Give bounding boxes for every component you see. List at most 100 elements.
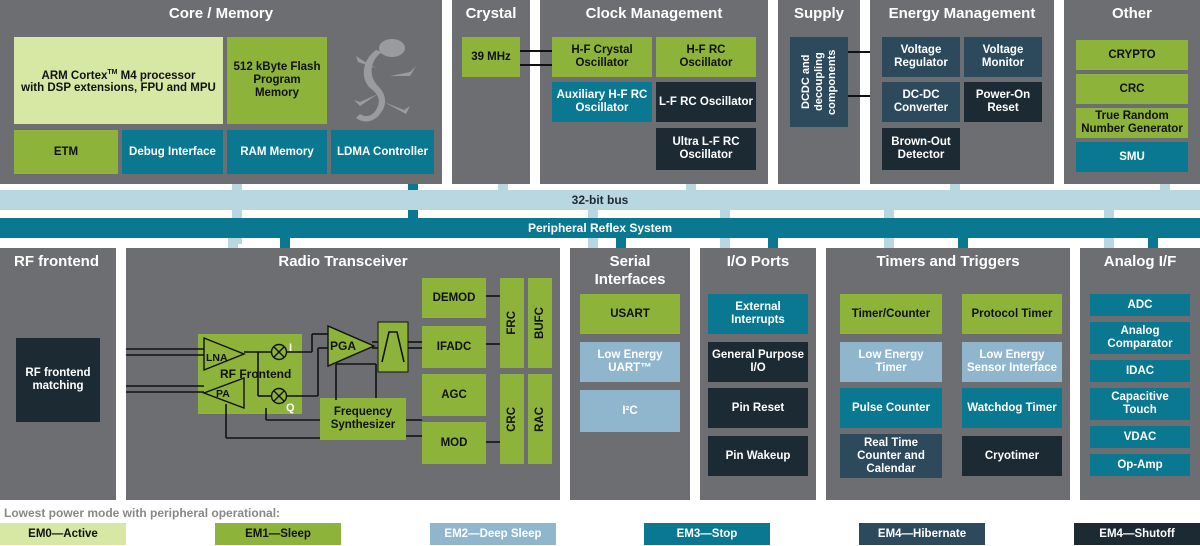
freq-synthesizer-block: Frequency Synthesizer [320,398,406,440]
lf-rc-oscillator-block: L-F RC Oscillator [656,82,756,122]
radio-signal-paths [126,295,500,443]
bus-connector [958,238,968,248]
energy-management-panel: Energy Management Voltage Regulator Volt… [870,0,1054,184]
gpio-block: General Purpose I/O [708,342,808,382]
rf-frontend-label: RF Frontend [220,367,292,381]
frc-block: FRC [500,278,524,368]
bufc-block: BUFC [528,278,552,368]
panel-title: Analog I/F [1103,253,1177,270]
debug-interface-block: Debug Interface [122,130,223,174]
smu-block: SMU [1076,142,1188,172]
supply-panel: Supply DCDC and decoupling components [778,0,860,184]
adc-block: ADC [1090,294,1190,316]
demod-block: DEMOD [422,278,486,318]
panel-title: Other [1111,5,1152,22]
hf-rc-oscillator-block: H-F RC Oscillator [656,37,756,77]
brown-out-detector-block: Brown-Out Detector [882,128,960,170]
panel-title: Timers and Triggers [876,253,1020,270]
bus-connector [228,238,238,248]
etm-block: ETM [14,130,118,174]
panel-title: Serial Interfaces [594,253,666,288]
legend-title: Lowest power mode with peripheral operat… [4,506,281,520]
radio-transceiver-panel: Radio Transceiver RF Frontend Frequency … [126,248,560,500]
rf-frontend-matching-block: RF frontend matching [16,338,100,422]
lna-label: LNA [206,352,228,364]
ram-memory-block: RAM Memory [227,130,327,174]
le-sensor-interface-block: Low Energy Sensor Interface [962,342,1062,382]
rac-block: RAC [528,374,552,464]
timers-triggers-panel: Timers and Triggers Timer/Counter Protoc… [826,248,1070,500]
other-panel: Other CRYPTO CRC True Random Number Gene… [1064,0,1200,184]
bus-connector [280,238,290,248]
dcdc-converter-block: DC-DC Converter [882,82,960,122]
legend-em3: EM3—Stop [644,523,770,545]
trng-block: True Random Number Generator [1076,108,1188,138]
pa-label: PA [216,388,230,400]
gecko-logo-icon [354,39,416,122]
lna-amplifier-icon [203,336,246,372]
le-timer-block: Low Energy Timer [840,342,942,382]
bus-connector [616,238,626,248]
pa-amplifier-icon [202,376,245,410]
analog-if-panel: Analog I/F ADC Analog Comparator IDAC Ca… [1080,248,1200,500]
clock-management-panel: Clock Management H-F Crystal Oscillator … [540,0,768,184]
panel-title: Core / Memory [168,5,274,22]
crystal-oscillator-link [520,50,552,66]
rtcc-block: Real Time Counter and Calendar [840,434,942,478]
bus-connector [768,238,778,248]
panel-title: Crystal [465,5,517,22]
serial-interfaces-panel: Serial Interfaces USART Low Energy UART™… [570,248,690,500]
q-label: Q [286,402,295,414]
pin-wakeup-block: Pin Wakeup [708,436,808,476]
leuart-block: Low Energy UART™ [580,342,680,382]
panel-title: RF frontend [14,253,99,270]
capacitive-touch-block: Capacitive Touch [1090,388,1190,420]
panel-title: I/O Ports [726,253,790,270]
i2c-block: I²C [580,390,680,432]
watchdog-timer-block: Watchdog Timer [962,388,1062,428]
bandpass-filter-icon [377,321,409,373]
crc-block: CRC [1076,74,1188,104]
radio-crc-block: CRC [500,374,524,464]
external-interrupts-block: External Interrupts [708,294,808,334]
peripheral-reflex-system: Peripheral Reflex System [0,218,1200,238]
arm-processor-block: ARM CortexTM M4 processor with DSP exten… [14,37,223,124]
protocol-timer-block: Protocol Timer [962,294,1062,334]
vdac-block: VDAC [1090,426,1190,448]
i-label: I [289,342,293,354]
legend-em2: EM2—Deep Sleep [430,523,556,545]
pin-reset-block: Pin Reset [708,388,808,428]
mixer-q-icon [270,387,288,405]
power-on-reset-block: Power-On Reset [964,82,1042,122]
crystal-39mhz-block: 39 MHz [462,37,520,77]
pga-amplifier-icon [327,324,376,368]
opamp-block: Op-Amp [1090,454,1190,476]
aux-hf-rc-oscillator-block: Auxiliary H-F RC Oscillator [552,82,652,122]
legend-em1: EM1—Sleep [215,523,341,545]
mod-block: MOD [422,422,486,464]
io-ports-panel: I/O Ports External Interrupts General Pu… [700,248,816,500]
bus-connector [1148,238,1158,248]
usart-block: USART [580,294,680,334]
pulse-counter-block: Pulse Counter [840,388,942,428]
voltage-monitor-block: Voltage Monitor [964,37,1042,77]
core-memory-panel: Core / Memory ARM CortexTM M4 processor … [0,0,442,184]
idac-block: IDAC [1090,360,1190,382]
dcdc-decoupling-block: DCDC and decoupling components [790,37,848,127]
ldma-controller-block: LDMA Controller [331,130,434,174]
legend-em0: EM0—Active [0,523,126,545]
panel-title: Radio Transceiver [278,253,408,270]
pga-label: PGA [330,339,357,353]
ifadc-block: IFADC [422,326,486,368]
bus-32bit: 32-bit bus [0,190,1200,210]
bus-connector [232,184,242,244]
flash-memory-block: 512 kByte Flash Program Memory [227,37,327,124]
panel-title: Energy Management [888,5,1036,22]
rf-frontend-panel: RF frontend RF frontend matching [0,248,116,500]
legend-em4-shutoff: EM4—Shutoff [1074,523,1200,545]
crypto-block: CRYPTO [1076,40,1188,70]
ultra-lf-rc-oscillator-block: Ultra L-F RC Oscillator [656,128,756,170]
analog-comparator-block: Analog Comparator [1090,322,1190,354]
agc-block: AGC [422,374,486,416]
timer-counter-block: Timer/Counter [840,294,942,334]
